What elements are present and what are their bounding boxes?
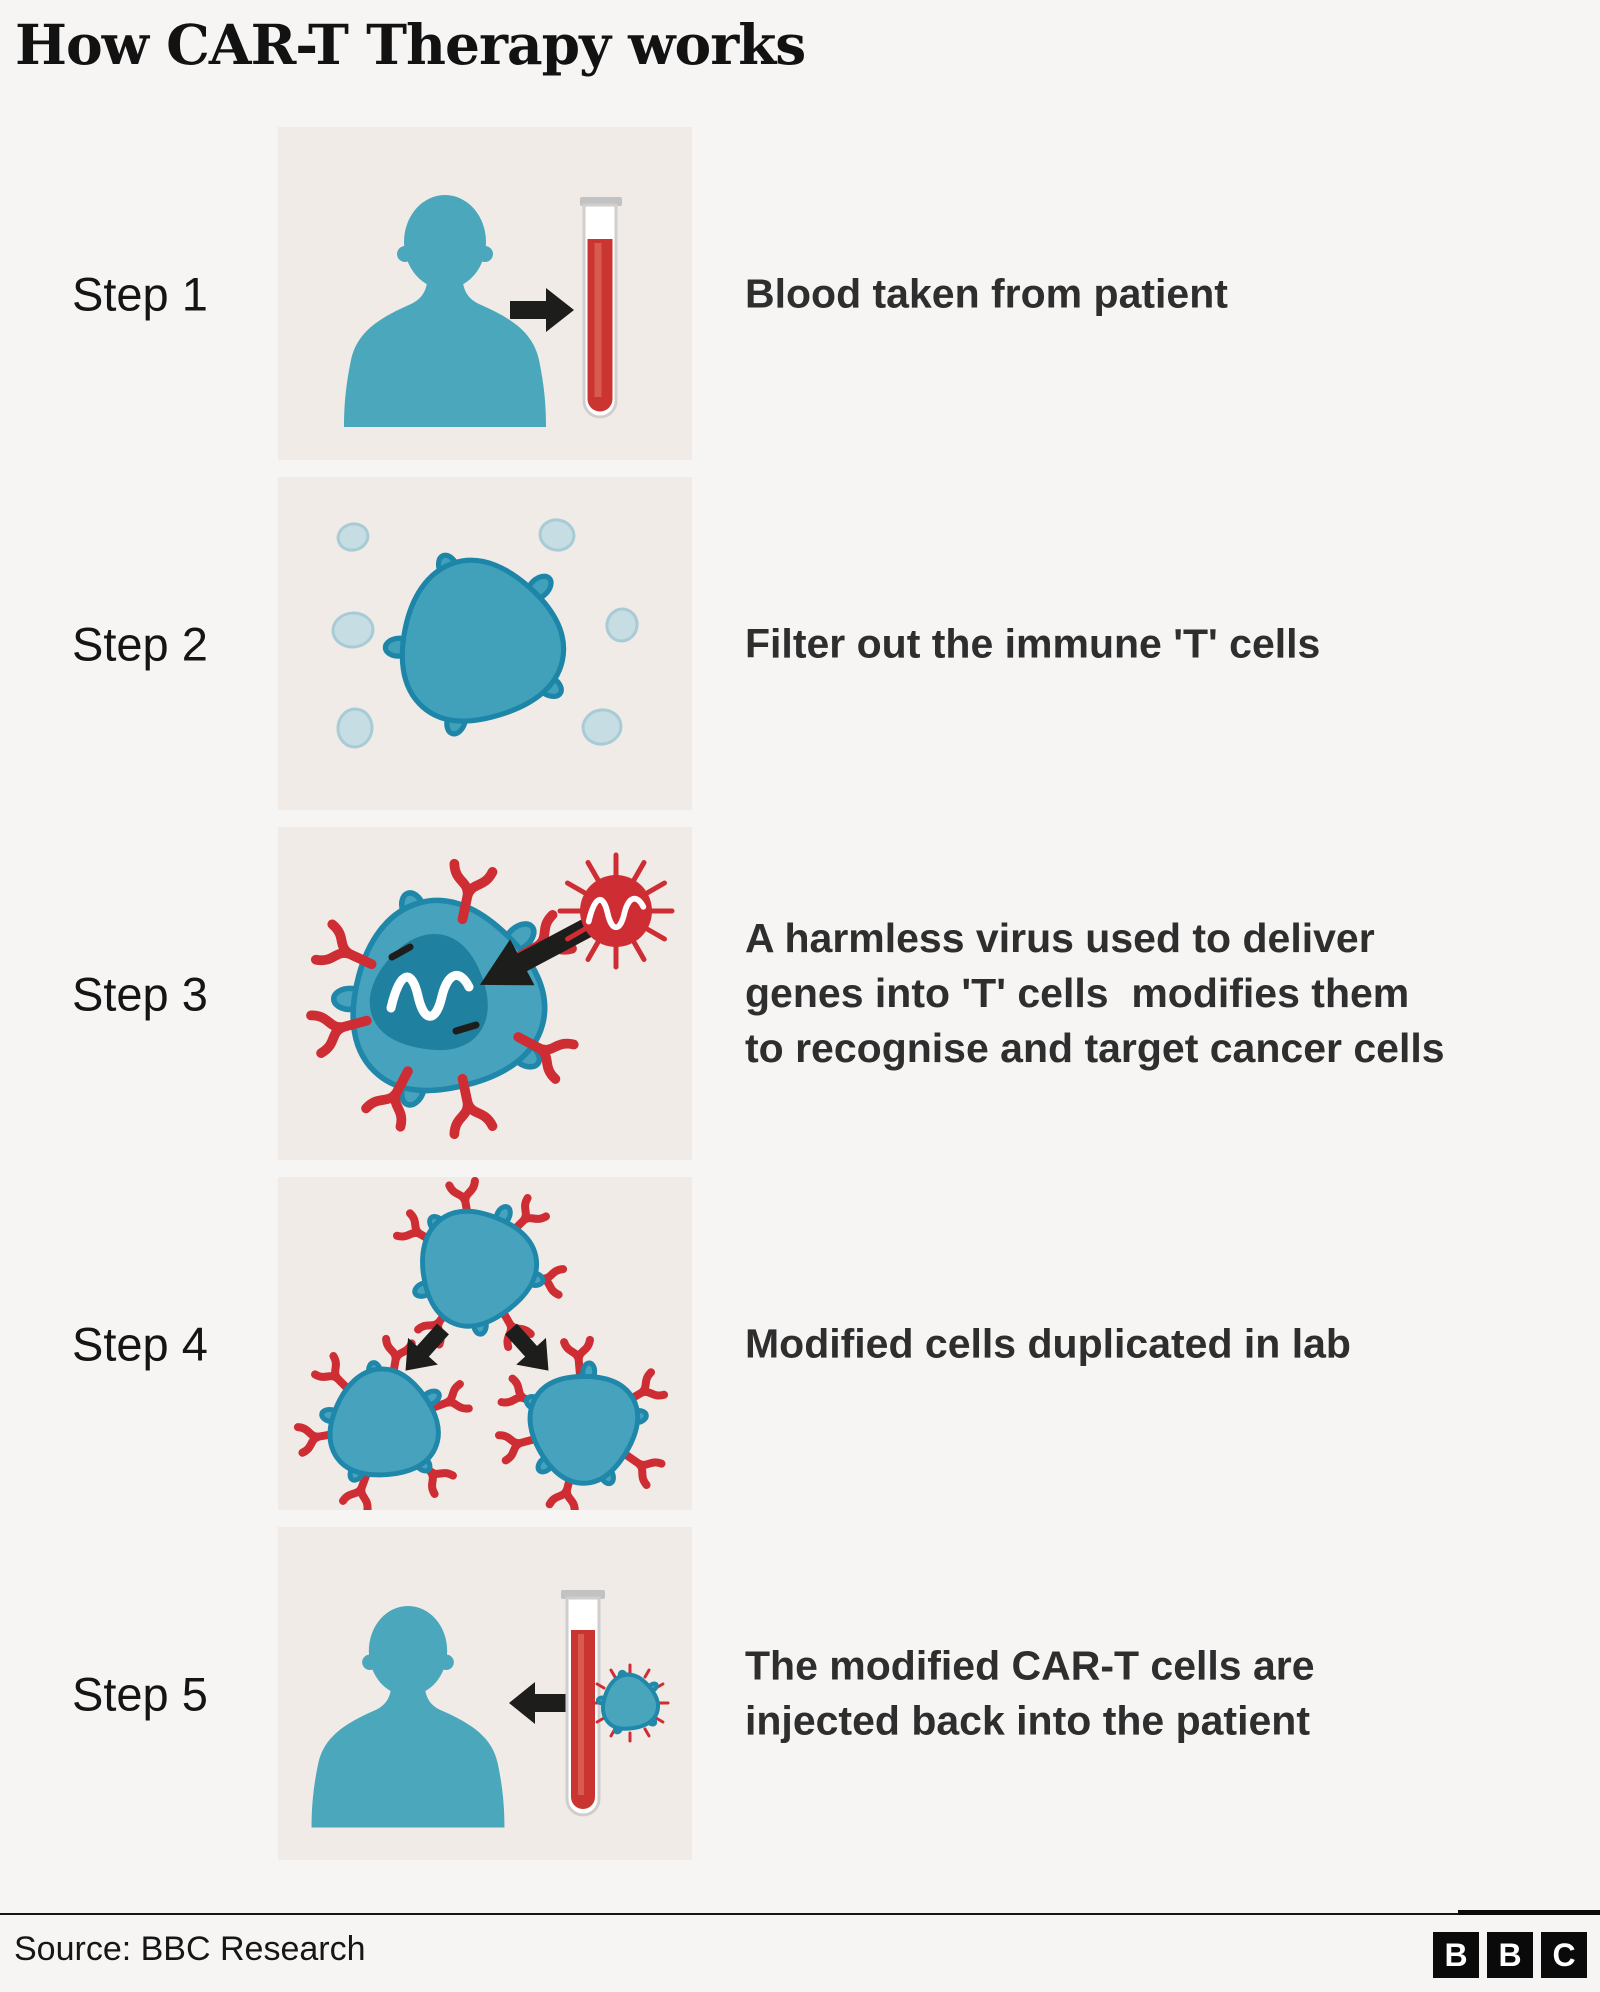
arrow-right-icon — [510, 288, 574, 332]
step-row-3: Step 3 — [0, 827, 1600, 1160]
step-4-illustration-panel — [278, 1177, 692, 1510]
blood-cell-icons — [331, 518, 639, 749]
arrow-down-left-icon — [405, 1323, 449, 1371]
step-row-1: Step 1 Blood taken from patient — [0, 127, 1600, 460]
virus-icon — [557, 852, 675, 970]
cell-duplication-illustration — [278, 1177, 692, 1510]
footer-divider-accent — [1458, 1910, 1600, 1915]
step-5-description: The modified CAR-T cells are injected ba… — [745, 1642, 1315, 1744]
step-1-description: Blood taken from patient — [745, 269, 1228, 316]
duplicated-cell-icon — [300, 1349, 463, 1509]
gene-flecks — [388, 943, 480, 1035]
step-1-label: Step 1 — [72, 267, 208, 320]
bbc-logo-letter: C — [1541, 1932, 1587, 1978]
bbc-logo-letter: B — [1487, 1932, 1533, 1978]
bbc-logo-letter: B — [1433, 1932, 1479, 1978]
patient-icon — [311, 1605, 505, 1828]
car-t-cell-icon — [589, 1663, 669, 1744]
test-tube-icon — [561, 1590, 605, 1817]
step-1-illustration-panel — [278, 127, 692, 460]
test-tube-icon — [580, 197, 622, 419]
virus-gene-delivery-illustration — [278, 852, 675, 1160]
step-5-label: Step 5 — [72, 1667, 208, 1720]
arrow-down-right-icon — [505, 1323, 549, 1371]
t-cell-filtering-illustration — [331, 518, 639, 810]
step-row-2: Step 2 Filter out the immune 'T' cells — [0, 477, 1600, 810]
page-title: How CAR-T Therapy works — [15, 12, 806, 77]
step-2-label: Step 2 — [72, 617, 208, 670]
step-2-illustration-panel — [278, 477, 692, 810]
step-5-illustration-panel — [278, 1527, 692, 1860]
arrow-left-icon — [509, 1682, 567, 1724]
step-3-illustration-panel — [278, 827, 692, 1160]
footer-divider — [0, 1913, 1600, 1915]
step-3-description: A harmless virus used to deliver genes i… — [745, 914, 1445, 1072]
step-4-label: Step 4 — [72, 1317, 208, 1370]
step-3-label: Step 3 — [72, 967, 208, 1020]
delivery-arrow-icon — [479, 912, 605, 986]
t-cell-icon — [368, 542, 587, 755]
step-2-description: Filter out the immune 'T' cells — [745, 619, 1321, 666]
step-row-4: Step 4 — [0, 1177, 1600, 1510]
step-row-5: Step 5 — [0, 1527, 1600, 1860]
bbc-logo: B B C — [1433, 1932, 1587, 1978]
patient-blood-draw-illustration — [344, 195, 622, 427]
step-4-description: Modified cells duplicated in lab — [745, 1319, 1351, 1366]
reinfusion-illustration — [311, 1590, 692, 1828]
source-credit: Source: BBC Research — [14, 1930, 366, 1968]
